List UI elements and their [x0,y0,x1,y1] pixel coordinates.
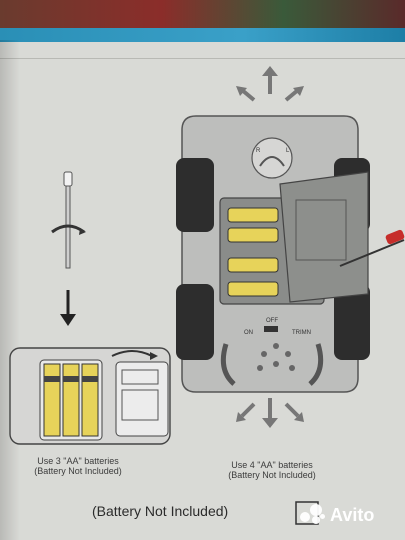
right-caption-line2: (Battery Not Included) [228,470,316,481]
left-caption: Use 3 "AA" batteries (Battery Not Includ… [18,456,138,477]
left-battery-compartment [9,347,171,445]
right-caption: Use 4 "AA" batteries (Battery Not Includ… [212,460,332,481]
box-fold-line [0,58,405,59]
avito-watermark: Avito [300,502,400,528]
dial-label-right: L [286,148,290,154]
screwdriver-icon [51,171,86,326]
switch-label-on: ON [244,330,253,336]
bottom-note: (Battery Not Included) [92,503,229,519]
switch-label-trim: TRIMN [292,330,311,336]
box-top-edge [0,28,405,42]
right-caption-line1: Use 4 "AA" batteries [231,460,313,470]
avito-logo-icon [300,504,326,526]
dial-label-left: R [256,148,261,154]
car-chassis-diagram [176,66,405,428]
avito-watermark-text: Avito [330,504,375,525]
left-caption-line1: Use 3 "AA" batteries [37,456,119,466]
left-caption-line2: (Battery Not Included) [34,466,122,477]
switch-label-off: OFF [266,318,278,324]
